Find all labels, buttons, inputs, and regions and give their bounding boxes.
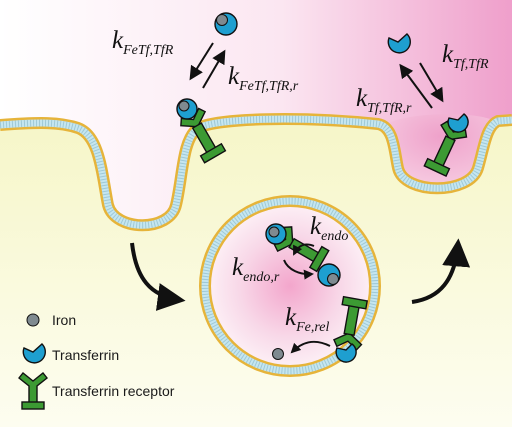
svg-text:kTf,TfR: kTf,TfR	[442, 41, 489, 72]
iron-icon	[26, 313, 40, 327]
rate-label-tf-reverse: kTf,TfR,r	[356, 85, 412, 116]
legend-label-receptor: Transferrin receptor	[52, 383, 175, 399]
endosome-holo-transferrin	[317, 263, 341, 287]
receptor-complex-surface-right	[423, 113, 469, 177]
rate-label-endo: kendo	[310, 213, 348, 244]
svg-text:kTf,TfR,r: kTf,TfR,r	[356, 85, 412, 116]
svg-text:kendo,r: kendo,r	[232, 254, 280, 285]
free-apo-transferrin	[387, 33, 411, 54]
svg-text:kFeTf,TfR,r: kFeTf,TfR,r	[228, 63, 299, 94]
transferrin-icon	[22, 343, 46, 364]
endosome-vesicle	[199, 195, 381, 377]
legend: Iron Transferrin Transferrin receptor	[18, 312, 175, 410]
internalization-arrow	[130, 242, 186, 311]
receptor-complex-endosome-bottom	[333, 295, 369, 363]
rate-label-fetf-reverse: kFeTf,TfR,r	[228, 63, 299, 94]
rate-label-fetf-forward: kFeTf,TfR	[112, 27, 174, 58]
legend-item-iron: Iron	[26, 312, 76, 328]
svg-text:kFe,rel: kFe,rel	[285, 304, 330, 335]
legend-label-transferrin: Transferrin	[52, 347, 119, 363]
receptor-complex-surface-left	[176, 98, 227, 164]
free-holo-transferrin	[214, 12, 238, 36]
svg-text:kendo: kendo	[310, 213, 348, 244]
recycling-arrow	[411, 238, 471, 304]
released-iron	[272, 348, 284, 360]
receptor-icon	[18, 372, 48, 410]
legend-item-receptor: Transferrin receptor	[18, 372, 175, 410]
rate-label-fe-release: kFe,rel	[285, 304, 330, 335]
legend-item-transferrin: Transferrin	[22, 343, 119, 364]
reaction-arrows	[189, 42, 444, 354]
rate-label-tf-forward: kTf,TfR	[442, 41, 489, 72]
rate-label-endo-reverse: kendo,r	[232, 254, 280, 285]
legend-label-iron: Iron	[52, 312, 76, 328]
svg-text:kFeTf,TfR: kFeTf,TfR	[112, 27, 174, 58]
